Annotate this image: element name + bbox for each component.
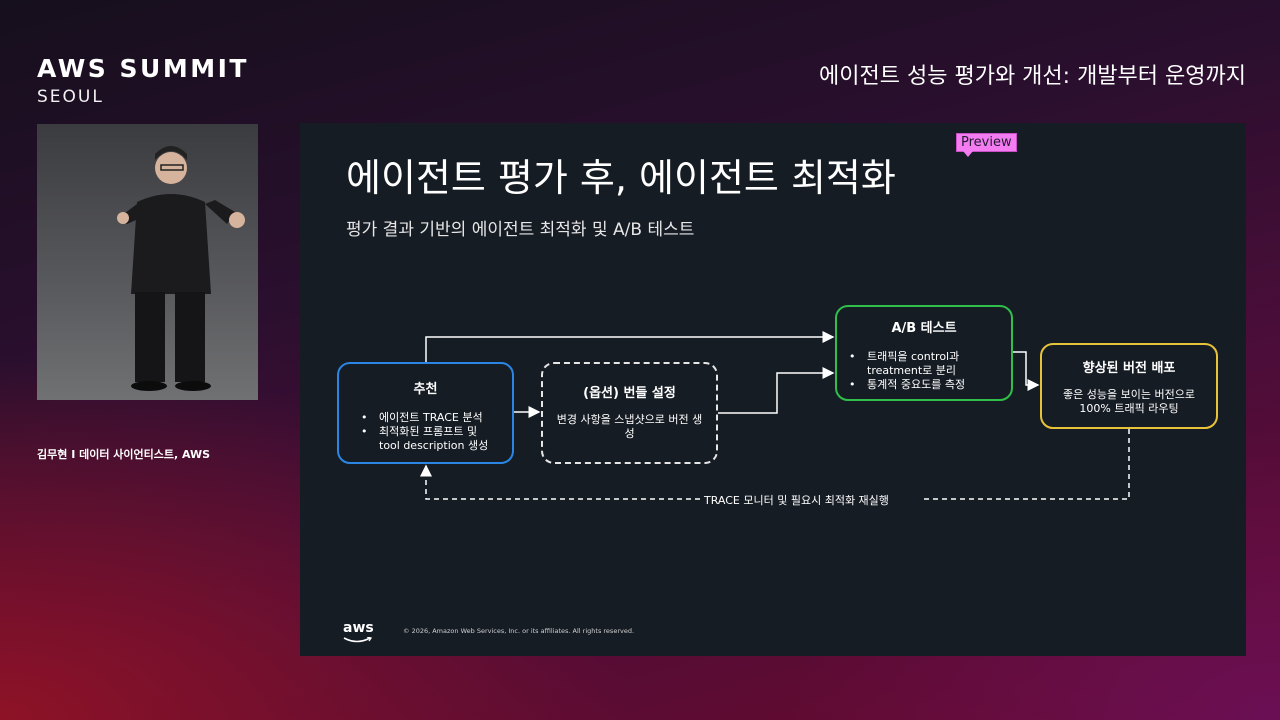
slide: 에이전트 평가 후, 에이전트 최적화 Preview 평가 결과 기반의 에이… xyxy=(300,123,1246,656)
deploy-title: 향상된 버전 배포 xyxy=(1042,357,1216,376)
speaker-video xyxy=(37,124,258,400)
recommend-list: 에이전트 TRACE 분석 최적화된 프롬프트 및 tool descripti… xyxy=(361,411,498,453)
talk-title: 에이전트 성능 평가와 개선: 개발부터 운영까지 xyxy=(819,58,1246,90)
ab-test-box: A/B 테스트 트래픽을 control과 treatment로 분리 통계적 … xyxy=(835,305,1013,401)
bundle-desc: 변경 사항을 스냅샷으로 버전 생성 xyxy=(555,413,704,441)
loop-label: TRACE 모니터 및 필요시 최적화 재실행 xyxy=(704,492,889,508)
brand-logo: AWS SUMMIT SEOUL xyxy=(37,55,249,107)
ab-test-title: A/B 테스트 xyxy=(837,317,1011,336)
speaker-name: 김무현 I 데이터 사이언티스트, AWS xyxy=(37,446,210,462)
list-item: 트래픽을 control과 treatment로 분리 xyxy=(849,350,1001,378)
recommend-title: 추천 xyxy=(339,378,512,397)
arrow-bundle-to-ab xyxy=(718,373,833,413)
recommend-box: 추천 에이전트 TRACE 분석 최적화된 프롬프트 및 tool descri… xyxy=(337,362,514,464)
brand-name: AWS SUMMIT xyxy=(37,55,249,83)
aws-logo: aws xyxy=(343,620,374,636)
deploy-desc: 좋은 성능을 보이는 버전으로 100% 트래픽 라우팅 xyxy=(1058,388,1200,416)
arrow-loop-left xyxy=(426,466,700,499)
list-item: 에이전트 TRACE 분석 xyxy=(361,411,498,425)
deploy-box: 향상된 버전 배포 좋은 성능을 보이는 버전으로 100% 트래픽 라우팅 xyxy=(1040,343,1218,429)
bundle-box: (옵션) 번들 설정 변경 사항을 스냅샷으로 버전 생성 xyxy=(541,362,718,464)
brand-city: SEOUL xyxy=(37,87,249,107)
arrow-recommend-to-ab xyxy=(426,337,833,362)
arrow-ab-to-deploy xyxy=(1013,352,1038,385)
speaker-figure-icon xyxy=(37,124,258,400)
aws-logo-text: aws xyxy=(343,620,374,636)
copyright: © 2026, Amazon Web Services, Inc. or its… xyxy=(403,627,634,635)
bundle-title: (옵션) 번들 설정 xyxy=(543,382,716,401)
arrow-loop-right xyxy=(922,429,1129,499)
list-item: 최적화된 프롬프트 및 tool description 생성 xyxy=(361,425,498,453)
aws-smile-icon xyxy=(343,637,373,644)
list-item: 통계적 중요도를 측정 xyxy=(849,378,1001,392)
ab-test-list: 트래픽을 control과 treatment로 분리 통계적 중요도를 측정 xyxy=(849,350,1001,392)
